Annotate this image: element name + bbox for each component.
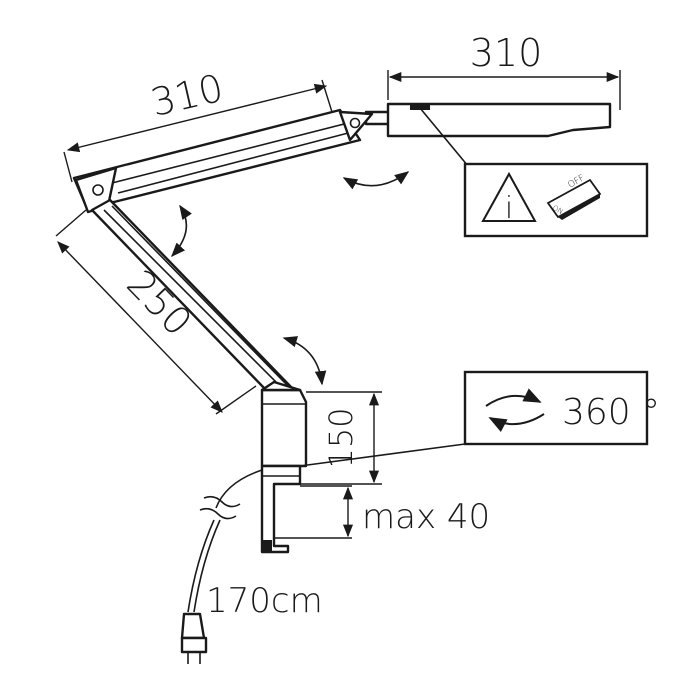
- lower-arm-dimension: 250: [55, 209, 257, 415]
- rotation-leader: [299, 443, 466, 467]
- info-symbol: i: [505, 191, 513, 226]
- base-height-dimension: 150: [300, 391, 382, 485]
- lamp-head: [364, 102, 612, 167]
- upper-arm-label: 310: [147, 66, 228, 125]
- power-cable: [187, 469, 263, 613]
- upper-arm: [72, 108, 374, 214]
- rocker-switch-icon: OFF ON: [546, 173, 602, 220]
- clamp: [260, 464, 302, 554]
- head-width-dimension: 310: [387, 31, 621, 110]
- elbow-rotation-arrow: [171, 204, 192, 258]
- switch-leader: [419, 107, 469, 167]
- rotation-360-icon: [485, 388, 545, 433]
- cable-length-label: 170cm: [206, 581, 323, 621]
- lamp-base: [260, 380, 308, 554]
- clamp-max-dimension: max 40: [274, 485, 490, 539]
- upper-arm-body: [72, 108, 362, 208]
- rotation-panel: 360 °: [299, 370, 660, 467]
- base-joint-rotation-arrow: [282, 336, 327, 386]
- head-width-label: 310: [470, 31, 543, 75]
- rotation-label: 360 °: [562, 392, 660, 433]
- head-body: [386, 102, 612, 138]
- lower-arm-label: 250: [118, 262, 200, 345]
- switch-info-panel: i OFF ON: [463, 162, 649, 238]
- head-rotation-arrow: [342, 171, 410, 190]
- clamp-max-label: max 40: [362, 497, 490, 537]
- head-switch: [410, 104, 430, 110]
- base-housing: [260, 388, 308, 468]
- power-plug-icon: [180, 612, 208, 664]
- info-warning-icon: i: [481, 171, 537, 226]
